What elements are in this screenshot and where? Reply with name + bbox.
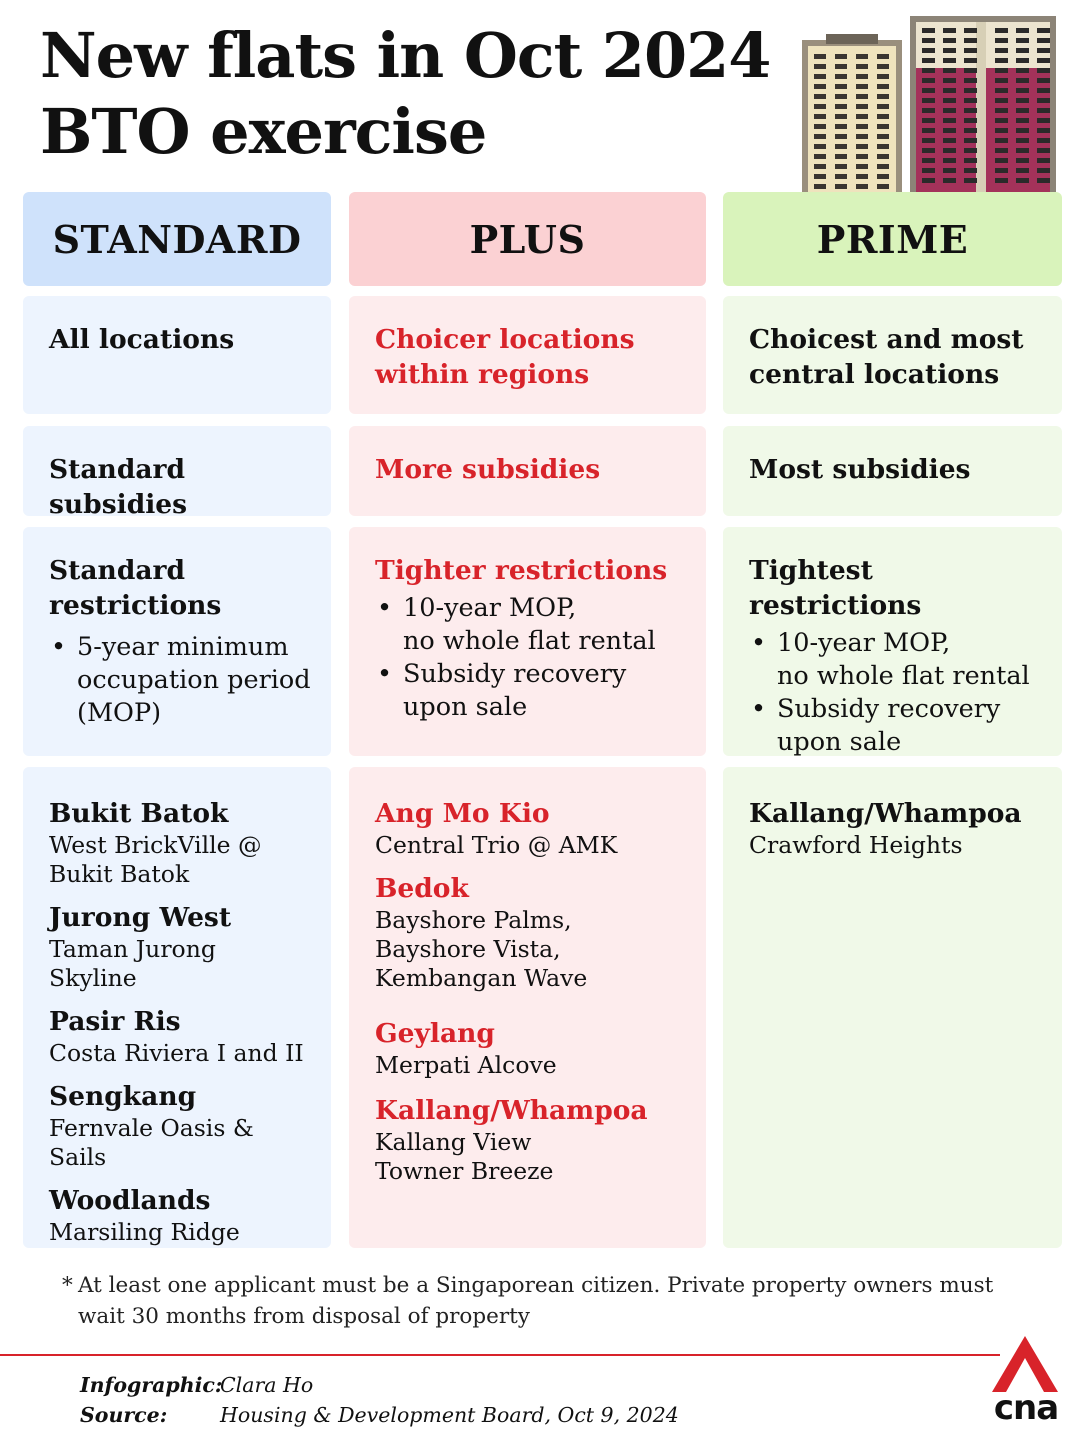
prime-subsidies: Most subsidies bbox=[749, 454, 971, 485]
plus-restriction-bullet: Subsidy recovery upon sale bbox=[377, 658, 653, 724]
project-name: West BrickVille @ bbox=[49, 831, 262, 859]
project-town: Jurong West bbox=[49, 902, 232, 933]
divider-line bbox=[0, 1354, 1000, 1356]
plus-header-label: PLUS bbox=[469, 216, 586, 262]
project-name: Central Trio @ AMK bbox=[375, 831, 618, 859]
project-item: Ang Mo Kio Central Trio @ AMK bbox=[375, 797, 688, 860]
plus-projects-cell: Ang Mo Kio Central Trio @ AMK Bedok Bays… bbox=[349, 767, 706, 1248]
plus-subsidies-cell: More subsidies bbox=[349, 426, 706, 516]
plus-location: Choicer locations within regions bbox=[375, 322, 688, 392]
prime-location-line-1: Choicest and most bbox=[749, 324, 1024, 355]
project-name: Costa Riviera I and II bbox=[49, 1039, 304, 1067]
plus-restrictions-list: 10-year MOP, no whole flat rental Subsid… bbox=[375, 592, 688, 724]
project-name: Towner Breeze bbox=[375, 1157, 554, 1185]
prime-location-cell: Choicest and most central locations bbox=[723, 296, 1062, 414]
standard-restrictions-title: Standard restrictions bbox=[49, 553, 313, 623]
prime-restrictions-list: 10-year MOP, no whole flat rental Subsid… bbox=[749, 627, 1044, 759]
project-item: Sengkang Fernvale Oasis & Sails bbox=[49, 1080, 313, 1172]
prime-header: PRIME bbox=[723, 192, 1062, 286]
plus-header: PLUS bbox=[349, 192, 706, 286]
credit-infographic: Infographic:Clara Ho bbox=[80, 1370, 679, 1400]
prime-restriction-bullet: 10-year MOP, no whole flat rental bbox=[751, 627, 1044, 693]
project-name: Kembangan Wave bbox=[375, 964, 588, 992]
project-town: Ang Mo Kio bbox=[375, 798, 550, 829]
project-town: Bukit Batok bbox=[49, 798, 229, 829]
plus-restrictions-title: Tighter restrictions bbox=[375, 555, 668, 586]
credit-infographic-value: Clara Ho bbox=[220, 1373, 314, 1397]
standard-header: STANDARD bbox=[23, 192, 331, 286]
plus-restriction-bullet-1-line-2: no whole flat rental bbox=[403, 626, 656, 656]
standard-location: All locations bbox=[49, 324, 235, 355]
prime-restrictions-title: Tightest restrictions bbox=[749, 555, 922, 621]
project-town: Geylang bbox=[375, 1018, 495, 1049]
standard-restriction-bullet: 5-year minimum occupation period (MOP) bbox=[51, 631, 313, 730]
standard-restrictions-list: 5-year minimum occupation period (MOP) bbox=[49, 631, 313, 730]
standard-restrictions-title-line-2: restrictions bbox=[49, 590, 222, 621]
plus-restriction-bullet: 10-year MOP, no whole flat rental bbox=[377, 592, 688, 658]
credits: Infographic:Clara Ho Source: Housing & De… bbox=[80, 1370, 679, 1430]
prime-location-line-2: central locations bbox=[749, 359, 1000, 390]
project-name: Marsiling Ridge bbox=[49, 1218, 240, 1246]
project-name: Merpati Alcove bbox=[375, 1051, 557, 1079]
standard-subsidies: Standard subsidies bbox=[49, 454, 188, 520]
project-name: Kallang View bbox=[375, 1128, 532, 1156]
project-town: Sengkang bbox=[49, 1081, 197, 1112]
project-name: Fernvale Oasis & Sails bbox=[49, 1114, 254, 1171]
project-item: Kallang/Whampoa Kallang View Towner Bree… bbox=[375, 1094, 688, 1186]
plus-location-cell: Choicer locations within regions bbox=[349, 296, 706, 414]
prime-restriction-bullet-1-line-1: 10-year MOP, bbox=[777, 628, 951, 658]
standard-header-label: STANDARD bbox=[52, 216, 302, 262]
project-name: Bayshore Vista, bbox=[375, 935, 561, 963]
prime-restrictions-cell: Tightest restrictions 10-year MOP, no wh… bbox=[723, 527, 1062, 759]
prime-projects-cell: Kallang/Whampoa Crawford Heights bbox=[723, 767, 1062, 1248]
footnote: * At least one applicant must be a Singa… bbox=[62, 1270, 1022, 1332]
standard-restrictions-cell: Standard restrictions 5-year minimum occ… bbox=[23, 527, 331, 756]
standard-restrictions-title-line-1: Standard bbox=[49, 555, 186, 586]
credit-infographic-label: Infographic: bbox=[80, 1373, 223, 1397]
project-item: Jurong West Taman Jurong Skyline bbox=[49, 901, 313, 993]
plus-restriction-bullet-1-line-1: 10-year MOP, bbox=[403, 593, 577, 623]
credit-source: Source: Housing & Development Board, Oct … bbox=[80, 1400, 679, 1430]
standard-subsidies-cell: Standard subsidies bbox=[23, 426, 331, 520]
project-name: Bayshore Palms, bbox=[375, 906, 572, 934]
prime-restriction-bullet-1-line-2: no whole flat rental bbox=[777, 661, 1030, 691]
credit-source-label: Source: bbox=[80, 1403, 168, 1427]
standard-location-cell: All locations bbox=[23, 296, 331, 414]
prime-header-label: PRIME bbox=[816, 216, 969, 262]
hdb-buildings-illustration bbox=[802, 16, 1056, 192]
project-item: Kallang/Whampoa Crawford Heights bbox=[749, 797, 1044, 860]
standard-projects-cell: Bukit Batok West BrickVille @ Bukit Bato… bbox=[23, 767, 331, 1248]
footnote-text: At least one applicant must be a Singapo… bbox=[78, 1273, 994, 1329]
title-line-2: BTO exercise bbox=[40, 95, 487, 168]
project-item: Bedok Bayshore Palms, Bayshore Vista, Ke… bbox=[375, 872, 688, 993]
project-name: Skyline bbox=[49, 964, 137, 992]
project-item: Pasir Ris Costa Riviera I and II bbox=[49, 1005, 313, 1068]
credit-source-value: Housing & Development Board, Oct 9, 2024 bbox=[220, 1403, 679, 1427]
project-name: Crawford Heights bbox=[749, 831, 963, 859]
project-town: Woodlands bbox=[49, 1185, 211, 1216]
plus-location-line-2: within regions bbox=[375, 359, 590, 390]
page-title: New flats in Oct 2024 BTO exercise bbox=[40, 18, 771, 170]
cna-logo-text: cna bbox=[993, 1388, 1059, 1428]
project-town: Kallang/Whampoa bbox=[375, 1095, 648, 1126]
plus-location-line-1: Choicer locations bbox=[375, 324, 635, 355]
project-item: Bukit Batok West BrickVille @ Bukit Bato… bbox=[49, 797, 313, 889]
project-town: Bedok bbox=[375, 873, 469, 904]
footnote-asterisk: * bbox=[62, 1273, 73, 1298]
plus-restrictions-cell: Tighter restrictions 10-year MOP, no who… bbox=[349, 527, 706, 756]
prime-location: Choicest and most central locations bbox=[749, 322, 1044, 392]
prime-restriction-bullet: Subsidy recovery upon sale bbox=[751, 693, 1027, 759]
project-name: Bukit Batok bbox=[49, 860, 190, 888]
project-item: Geylang Merpati Alcove bbox=[375, 1017, 688, 1080]
plus-subsidies: More subsidies bbox=[375, 454, 601, 485]
cna-logo-icon bbox=[992, 1336, 1058, 1392]
project-item: Woodlands Marsiling Ridge bbox=[49, 1184, 313, 1247]
title-line-1: New flats in Oct 2024 bbox=[40, 19, 771, 92]
project-town: Pasir Ris bbox=[49, 1006, 181, 1037]
project-name: Taman Jurong bbox=[49, 935, 216, 963]
project-town: Kallang/Whampoa bbox=[749, 798, 1022, 829]
prime-subsidies-cell: Most subsidies bbox=[723, 426, 1062, 516]
